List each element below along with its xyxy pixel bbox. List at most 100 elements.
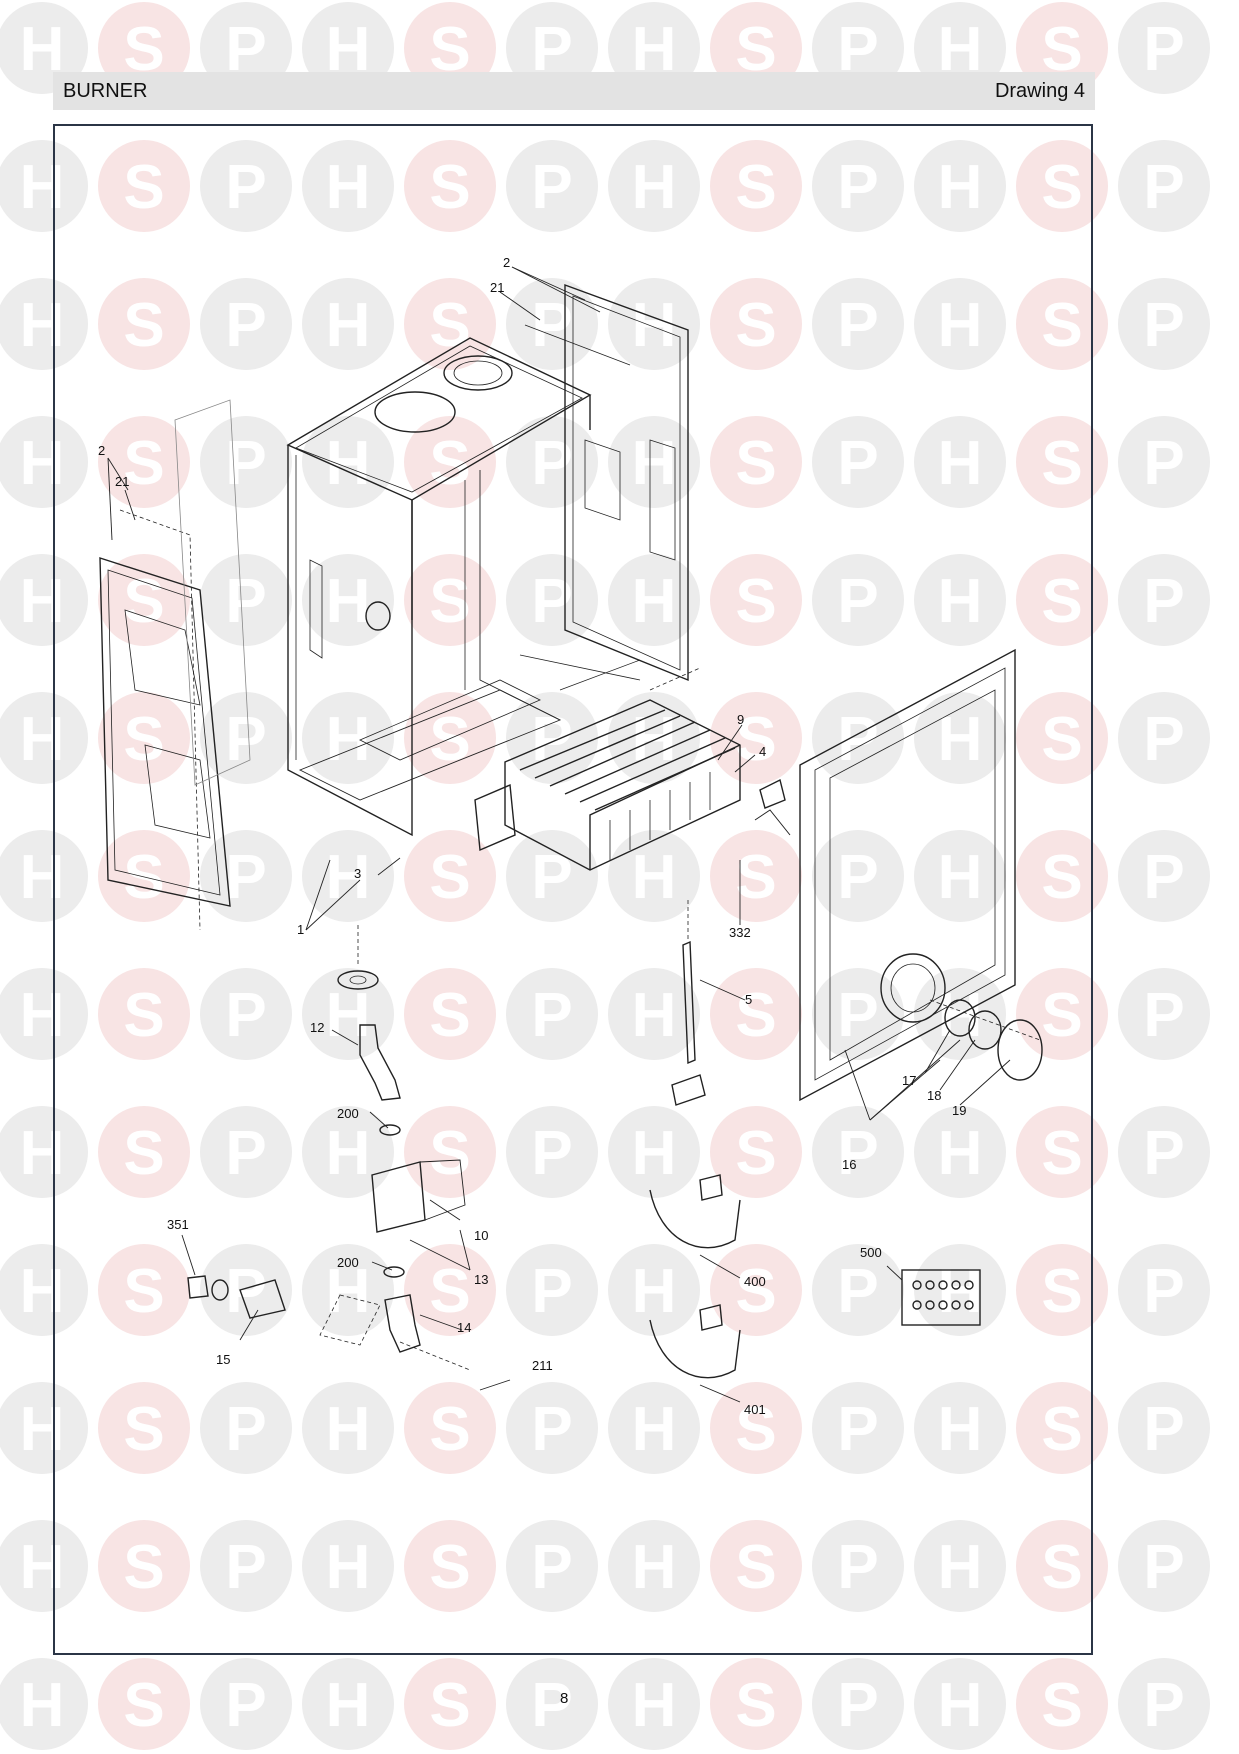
watermark-circle [302, 968, 394, 1060]
watermark-letter: P [837, 1257, 878, 1326]
watermark-circle [302, 692, 394, 784]
watermark-circle [608, 554, 700, 646]
watermark-circle [1118, 1658, 1210, 1750]
watermark-letter: P [531, 1533, 572, 1602]
watermark-letter: P [837, 1119, 878, 1188]
watermark-letter: S [1041, 1671, 1082, 1740]
watermark-circle [1118, 1106, 1210, 1198]
watermark-letter: S [123, 153, 164, 222]
watermark-letter: S [735, 981, 776, 1050]
watermark-letter: P [1143, 705, 1184, 774]
watermark-circle [302, 1106, 394, 1198]
watermark-letter: H [20, 981, 65, 1050]
watermark-circle [608, 830, 700, 922]
watermark-circle [812, 278, 904, 370]
watermark-circle [710, 1382, 802, 1474]
watermark-letter: S [123, 1257, 164, 1326]
watermark-circle [404, 1658, 496, 1750]
watermark-circle [0, 416, 88, 508]
callout-2-left: 2 [98, 443, 106, 458]
watermark-letter: P [531, 1671, 572, 1740]
watermark-letter: P [225, 291, 266, 360]
watermark-circle [302, 278, 394, 370]
watermark-letter: S [1041, 1533, 1082, 1602]
watermark-circle [1016, 416, 1108, 508]
watermark-circle [914, 554, 1006, 646]
watermark-circle [200, 278, 292, 370]
watermark-circle [506, 1244, 598, 1336]
watermark-circle [608, 1658, 700, 1750]
watermark-letter: P [225, 1119, 266, 1188]
watermark-circle [98, 1520, 190, 1612]
watermark-circle [914, 830, 1006, 922]
watermark-letter: P [837, 981, 878, 1050]
watermark-circle [812, 140, 904, 232]
watermark-circle [1016, 554, 1108, 646]
callout-3: 3 [354, 866, 362, 881]
watermark-circle [200, 1106, 292, 1198]
watermark-circle [1016, 692, 1108, 784]
watermark-letter: P [531, 843, 572, 912]
watermark-circle [98, 278, 190, 370]
watermark-letter: H [326, 843, 371, 912]
watermark-letter: S [735, 291, 776, 360]
watermark-letter: S [123, 705, 164, 774]
watermark-circle [98, 1106, 190, 1198]
watermark-circle [812, 1520, 904, 1612]
watermark-letter: S [123, 1119, 164, 1188]
watermark-letter: S [1041, 567, 1082, 636]
callout-351: 351 [167, 1217, 189, 1232]
watermark-letter: P [225, 1395, 266, 1464]
watermark-circle [1118, 692, 1210, 784]
watermark-letter: S [429, 1671, 470, 1740]
watermark-letter: H [938, 291, 983, 360]
watermark-letter: P [837, 843, 878, 912]
watermark-letter: S [123, 1533, 164, 1602]
watermark-circle [404, 692, 496, 784]
watermark-letter: H [20, 567, 65, 636]
header-bar: BURNER Drawing 4 [53, 72, 1095, 110]
watermark-circle [608, 2, 700, 94]
combustion-chamber [286, 337, 592, 837]
watermark-circle [302, 1382, 394, 1474]
watermark-circle [0, 278, 88, 370]
watermark-circle [608, 1382, 700, 1474]
watermark-circle [0, 1658, 88, 1750]
watermark-circle [506, 1106, 598, 1198]
watermark-circle [1118, 2, 1210, 94]
watermark-circle [1118, 830, 1210, 922]
watermark-circle [914, 1520, 1006, 1612]
watermark-circle [710, 1106, 802, 1198]
drawing-number: Drawing 4 [994, 80, 1085, 102]
watermark-letter: H [938, 1395, 983, 1464]
watermark-circle [710, 692, 802, 784]
watermark-letter: S [735, 1257, 776, 1326]
watermark-circle [200, 416, 292, 508]
watermark-letter: P [1143, 153, 1184, 222]
watermark-circle [710, 278, 802, 370]
callout-1: 1 [297, 922, 305, 937]
watermark-letter: H [938, 843, 983, 912]
watermark-letter: S [1041, 429, 1082, 498]
watermark-letter: S [429, 153, 470, 222]
watermark-letter: S [429, 1395, 470, 1464]
watermark-circle [98, 1244, 190, 1336]
watermark-circle [404, 140, 496, 232]
watermark-letter: P [531, 1119, 572, 1188]
watermark-letter: S [735, 153, 776, 222]
callout-332: 332 [729, 925, 751, 940]
watermark-letter: P [531, 981, 572, 1050]
watermark-letter: S [123, 291, 164, 360]
watermark-circle [506, 1520, 598, 1612]
callout-401: 401 [744, 1402, 766, 1417]
watermark-letter: H [326, 981, 371, 1050]
watermark-circle [914, 140, 1006, 232]
watermark-circle [608, 692, 700, 784]
watermark-letter: S [1041, 1257, 1082, 1326]
callout-2: 2 [503, 255, 511, 270]
watermark-circle [1016, 2, 1108, 94]
watermark-circle [1016, 278, 1108, 370]
callout-4: 4 [759, 744, 767, 759]
watermark-circle [404, 2, 496, 94]
